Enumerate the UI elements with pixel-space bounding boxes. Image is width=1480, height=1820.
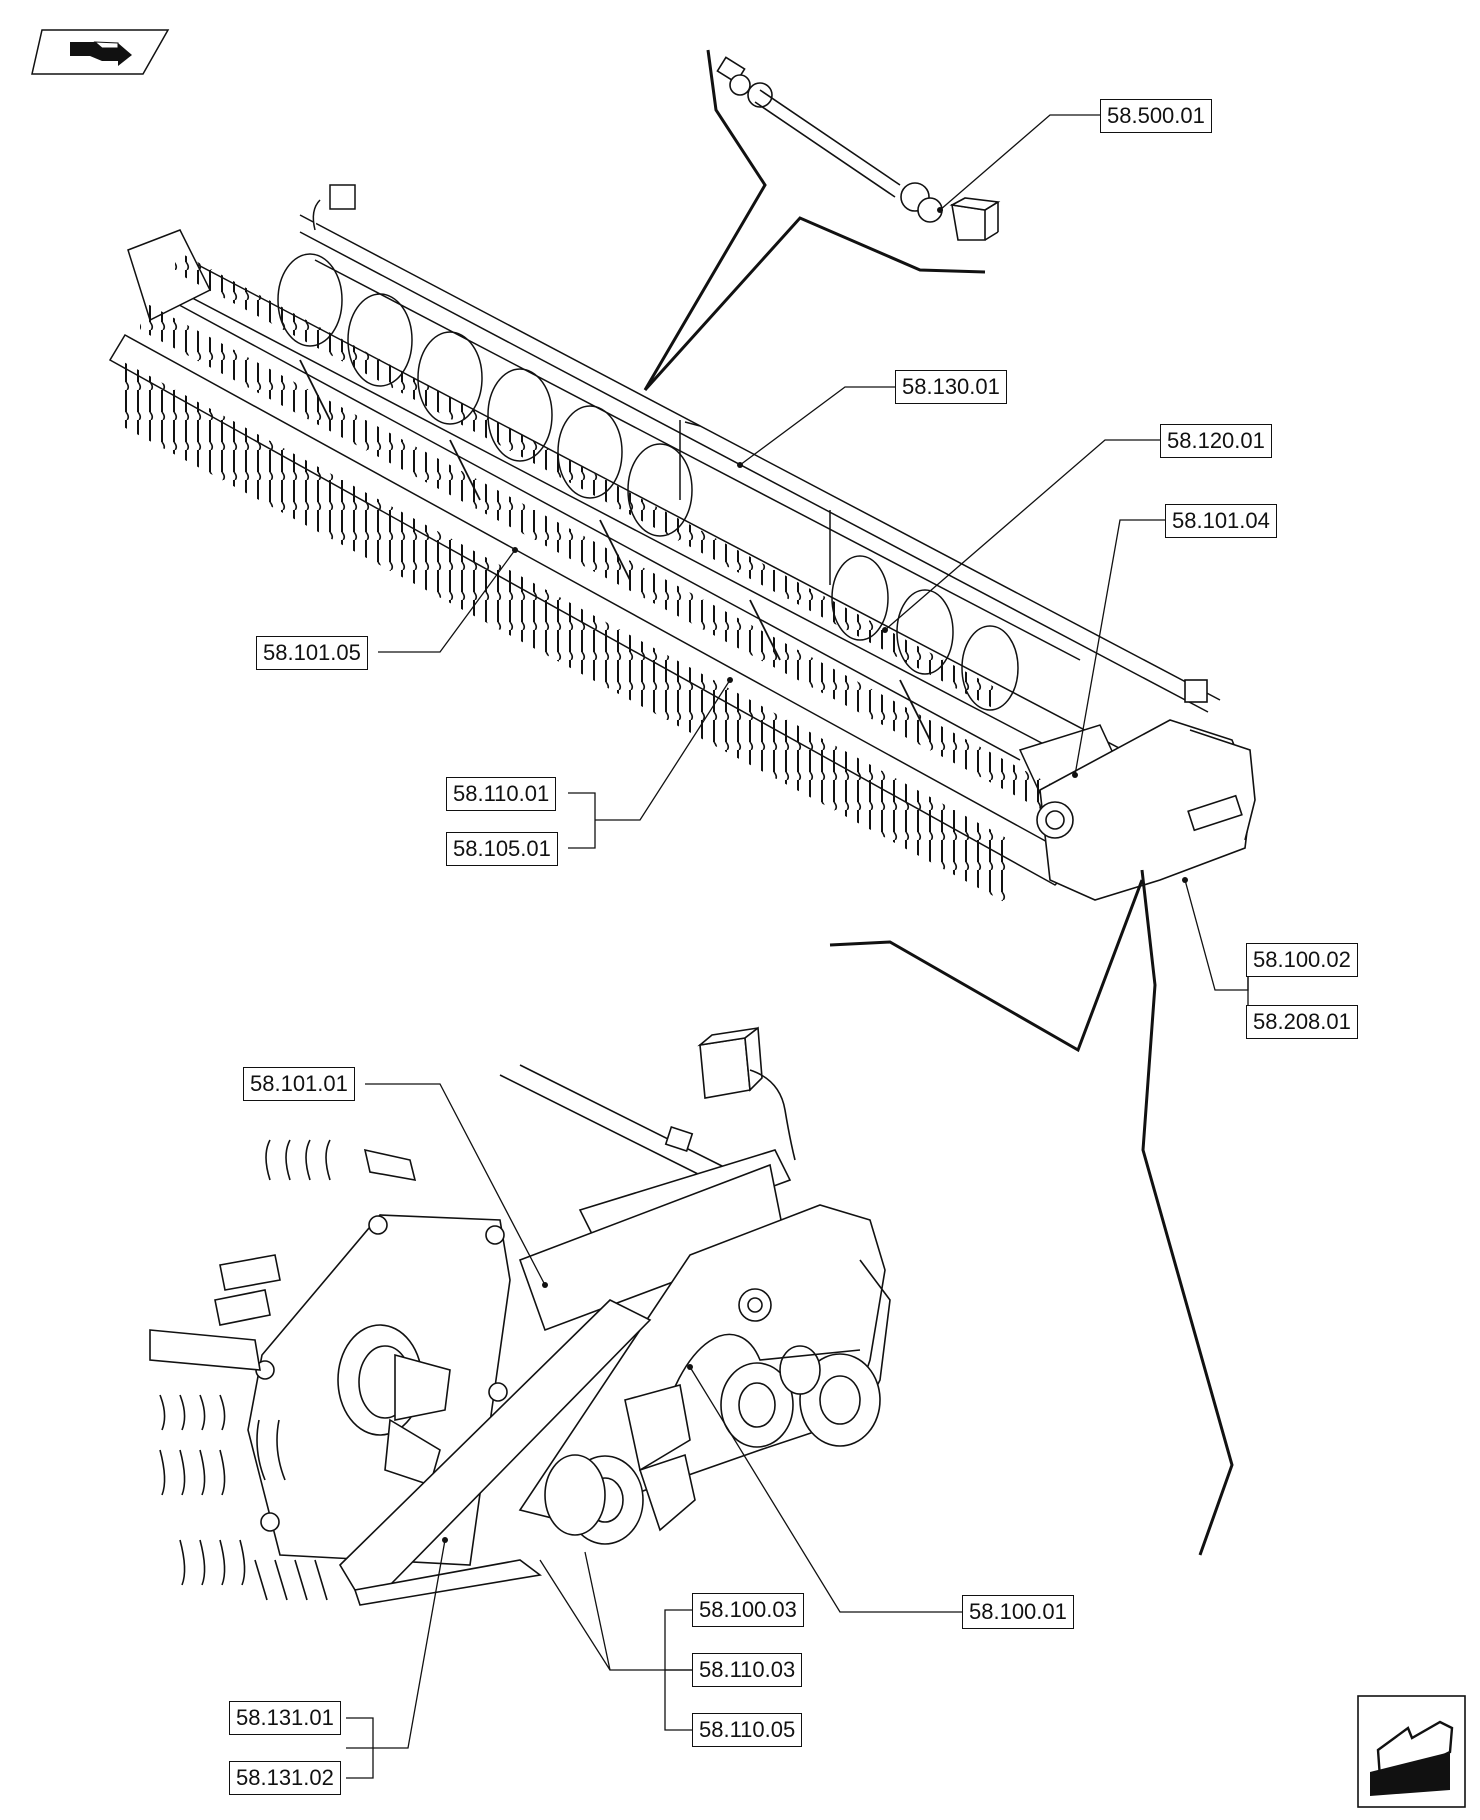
reel-tines-middle: [140, 300, 1080, 830]
callout-58-110-03[interactable]: 58.110.03: [692, 1653, 803, 1687]
exploded-view-bracket-detail: [829, 869, 1234, 1556]
callout-58-208-01[interactable]: 58.208.01: [1246, 1005, 1358, 1039]
leader-lines: [346, 114, 1249, 1779]
callout-58-110-05[interactable]: 58.110.05: [692, 1713, 803, 1747]
reel-tines-lower: [120, 360, 1010, 905]
callout-58-100-03[interactable]: 58.100.03: [692, 1593, 804, 1627]
drive-detail-view: [149, 1026, 891, 1606]
right-drive-housing: [1036, 679, 1256, 901]
callout-58-130-01[interactable]: 58.130.01: [895, 370, 1007, 404]
callout-58-120-01[interactable]: 58.120.01: [1160, 424, 1272, 458]
callout-58-101-04[interactable]: 58.101.04: [1165, 504, 1277, 538]
callout-58-101-01[interactable]: 58.101.01: [243, 1067, 355, 1101]
callout-58-131-02[interactable]: 58.131.02: [229, 1761, 341, 1795]
reel-spider-arms: [299, 359, 931, 741]
drive-shaft: [716, 56, 1001, 241]
leader-dots: [442, 207, 1188, 1543]
callout-58-100-01[interactable]: 58.100.01: [962, 1595, 1074, 1629]
callout-58-101-05[interactable]: 58.101.05: [256, 636, 368, 670]
reel-tines-upper: [175, 250, 1000, 712]
callout-58-105-01[interactable]: 58.105.01: [446, 832, 558, 866]
previous-page-arrow-icon[interactable]: [1357, 1695, 1466, 1808]
next-page-arrow-icon[interactable]: [31, 29, 170, 75]
left-end-box: [312, 184, 356, 231]
callout-58-500-01[interactable]: 58.500.01: [1100, 99, 1212, 133]
callout-58-100-02[interactable]: 58.100.02: [1246, 943, 1358, 977]
callout-58-110-01[interactable]: 58.110.01: [446, 777, 557, 811]
exploded-view-bracket-top: [643, 49, 986, 392]
callout-58-131-01[interactable]: 58.131.01: [229, 1701, 341, 1735]
